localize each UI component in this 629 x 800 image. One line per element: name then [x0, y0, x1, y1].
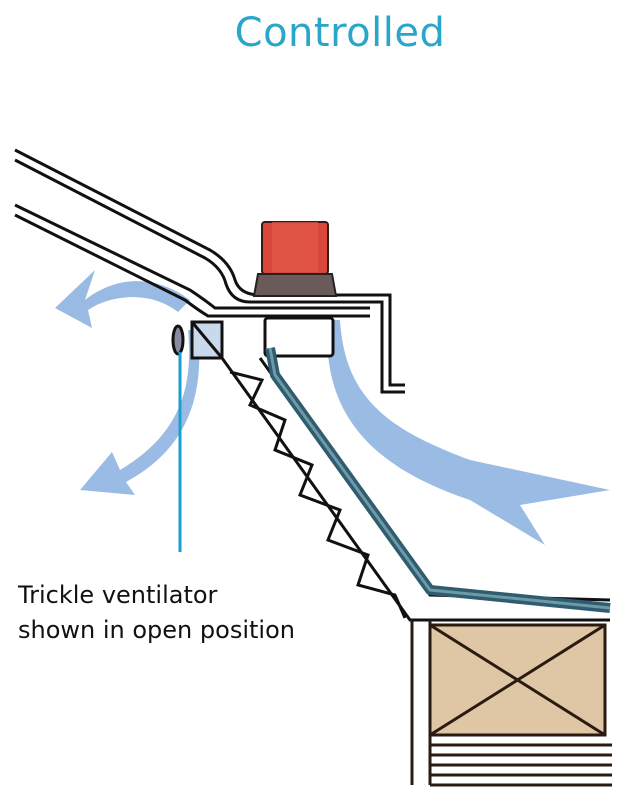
diagram-title: Controlled [234, 10, 446, 56]
airflow-arrows [55, 270, 610, 545]
caption-line-1: Trickle ventilator [18, 581, 218, 609]
trickle-ventilator [171, 316, 335, 360]
red-cap-fitting [252, 221, 338, 297]
trickle-ventilator-caption: Trickle ventilator shown in open positio… [18, 578, 295, 648]
airflow-arrow-in [327, 320, 610, 545]
timber-plate [410, 620, 612, 787]
airflow-arrow-out-bottom [80, 330, 200, 495]
caption-line-2: shown in open position [18, 616, 295, 644]
